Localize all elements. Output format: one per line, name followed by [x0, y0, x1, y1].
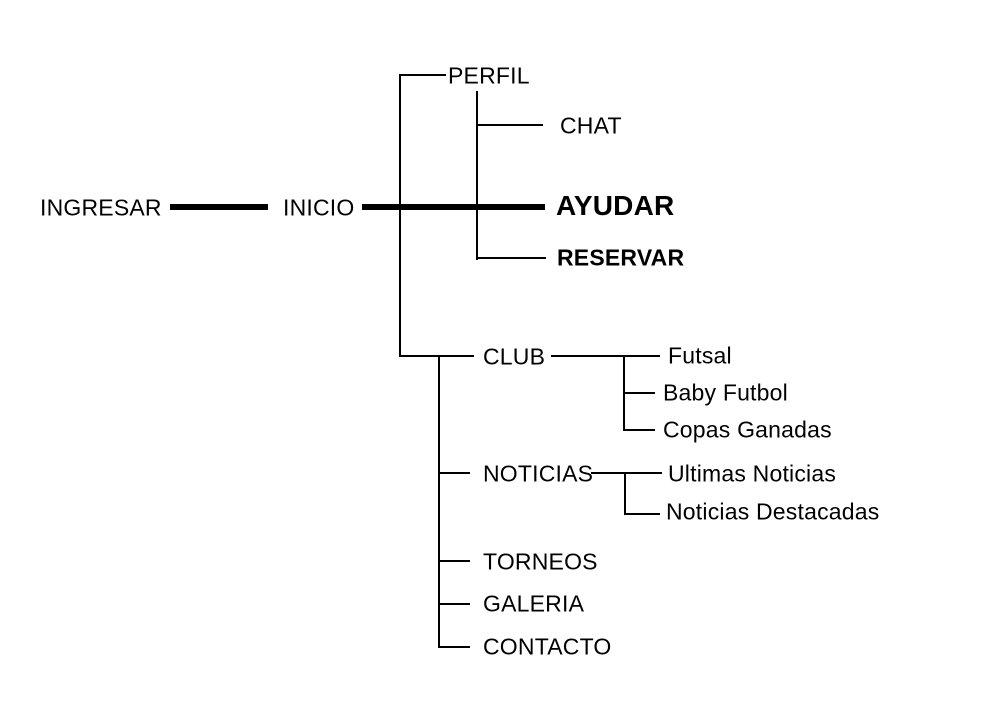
connector-ultimas-noticias: [624, 472, 662, 474]
connector-futsal: [623, 355, 660, 357]
node-copas-ganadas: Copas Ganadas: [663, 416, 832, 443]
node-ayudar: AYUDAR: [556, 190, 675, 221]
connector-contacto: [438, 646, 470, 648]
connector-trunk-noticias-children: [624, 472, 626, 515]
connector-noticias-right: [591, 472, 626, 474]
node-noticias: NOTICIAS: [483, 460, 594, 487]
connector-noticias-destacadas: [624, 513, 660, 515]
connector-noticias-left: [438, 472, 470, 474]
connector-trunk-lower: [438, 355, 440, 648]
node-futsal: Futsal: [668, 342, 732, 369]
connector-chat: [476, 124, 543, 126]
node-noticias-destacadas: Noticias Destacadas: [666, 498, 880, 525]
node-reservar: RESERVAR: [557, 244, 685, 271]
node-chat: CHAT: [560, 112, 622, 139]
connector-copas-ganadas: [623, 429, 655, 431]
connector-trunk-perfil-children: [476, 91, 478, 260]
connector-galeria: [438, 603, 470, 605]
connector-reservar: [476, 257, 546, 259]
node-contacto: CONTACTO: [483, 633, 612, 660]
connector-ingresar-inicio: [170, 204, 268, 210]
connector-torneos: [438, 560, 470, 562]
connector-perfil: [399, 74, 446, 76]
node-perfil: PERFIL: [448, 62, 530, 89]
connector-baby-futbol: [623, 392, 655, 394]
node-ultimas-noticias: Ultimas Noticias: [668, 460, 837, 487]
node-galeria: GALERIA: [483, 590, 585, 617]
node-inicio: INICIO: [283, 194, 355, 221]
node-ingresar: INGRESAR: [40, 194, 162, 221]
node-club: CLUB: [483, 343, 546, 370]
connector-trunk-main: [399, 74, 401, 357]
connector-club-left: [399, 355, 474, 357]
node-torneos: TORNEOS: [483, 548, 598, 575]
connector-club-right: [551, 355, 625, 357]
node-baby-futbol: Baby Futbol: [663, 379, 788, 406]
connector-inicio-ayudar: [362, 204, 545, 210]
